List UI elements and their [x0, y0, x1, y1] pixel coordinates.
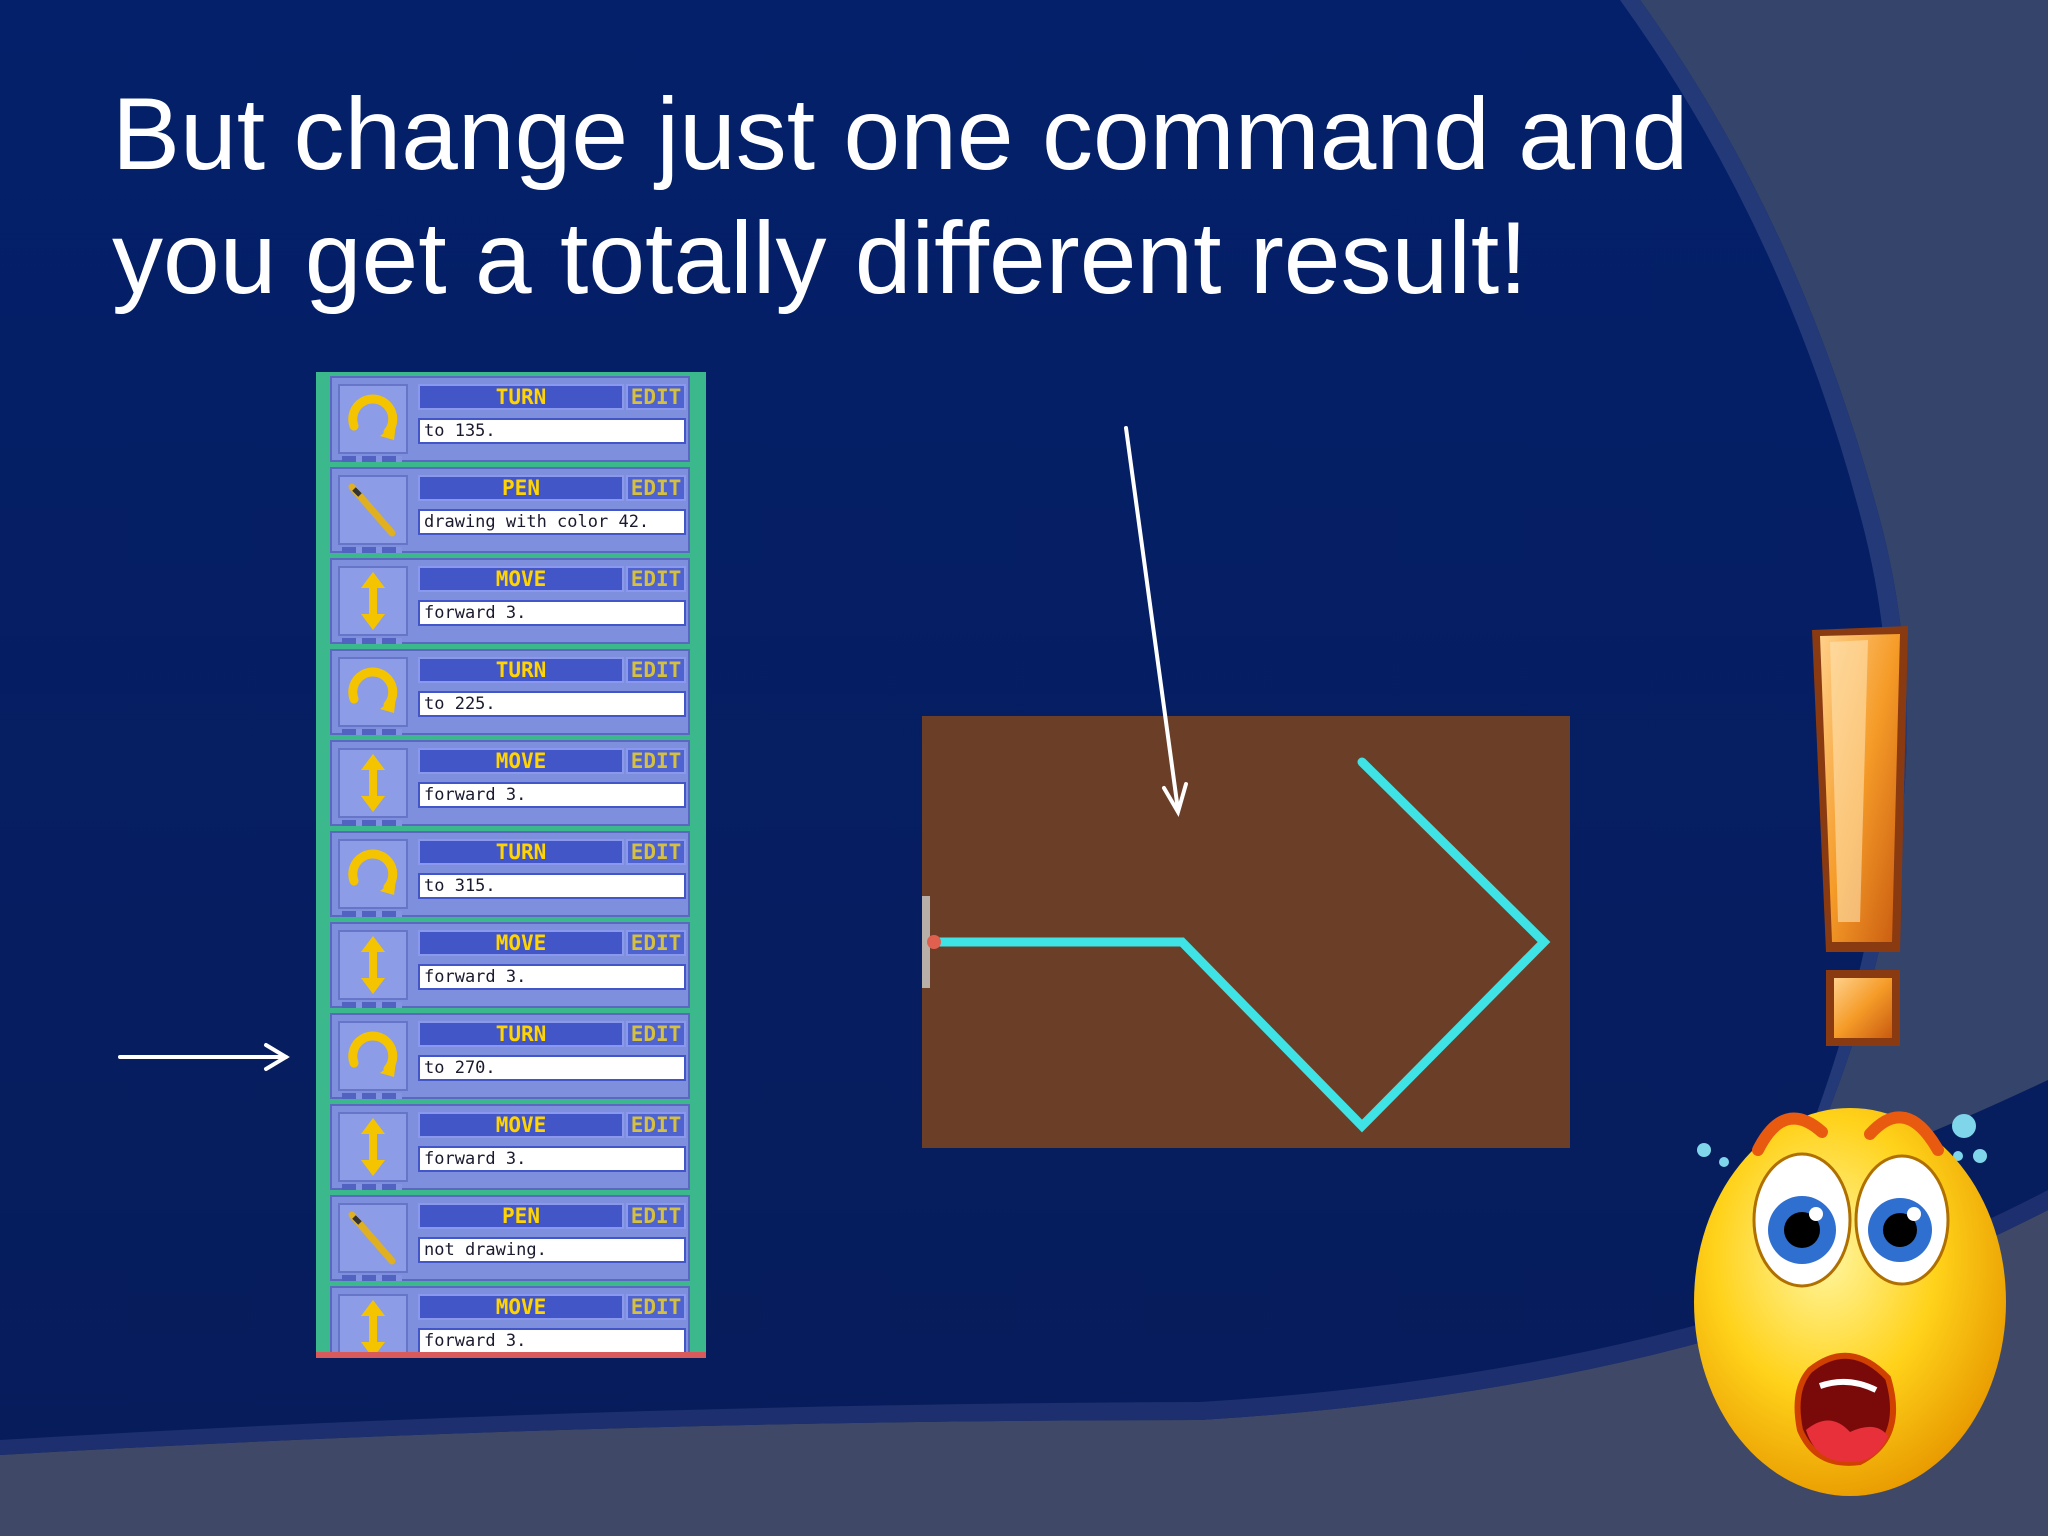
turn-icon [338, 1021, 408, 1091]
turn-icon [338, 384, 408, 454]
drag-handle[interactable] [342, 1184, 402, 1190]
drag-handle[interactable] [342, 547, 402, 553]
command-type-label: MOVE [418, 930, 624, 956]
command-type-label: MOVE [418, 566, 624, 592]
move-icon [338, 1294, 408, 1352]
edit-button[interactable]: EDIT [626, 748, 686, 774]
turtle-dot [927, 935, 941, 949]
title-line-2: you get a totally different result! [112, 201, 1528, 315]
edit-button[interactable]: EDIT [626, 566, 686, 592]
move-icon [338, 748, 408, 818]
drag-handle[interactable] [342, 820, 402, 826]
drag-handle[interactable] [342, 1002, 402, 1008]
edit-button[interactable]: EDIT [626, 1203, 686, 1229]
turn-icon [338, 657, 408, 727]
edit-button[interactable]: EDIT [626, 1294, 686, 1320]
command-parameter-field[interactable]: to 270. [418, 1055, 686, 1081]
command-type-label: MOVE [418, 1112, 624, 1138]
turtle-trail [922, 757, 1551, 1133]
command-parameter-field[interactable]: drawing with color 42. [418, 509, 686, 535]
move-icon [338, 1112, 408, 1182]
command-parameter-field[interactable]: forward 3. [418, 600, 686, 626]
turtle-marker [922, 896, 930, 988]
command-parameter-field[interactable]: forward 3. [418, 1328, 686, 1352]
pen-icon [338, 1203, 408, 1273]
edit-button[interactable]: EDIT [626, 930, 686, 956]
edit-button[interactable]: EDIT [626, 1021, 686, 1047]
move-icon [338, 930, 408, 1000]
drag-handle[interactable] [342, 456, 402, 462]
exclamation-icon [1812, 626, 1908, 1046]
turn-icon [338, 839, 408, 909]
command-parameter-field[interactable]: forward 3. [418, 782, 686, 808]
command-parameter-field[interactable]: forward 3. [418, 1146, 686, 1172]
move-icon [338, 566, 408, 636]
command-type-label: TURN [418, 839, 624, 865]
drag-handle[interactable] [342, 1093, 402, 1099]
pen-icon [338, 475, 408, 545]
edit-button[interactable]: EDIT [626, 1112, 686, 1138]
command-parameter-field[interactable]: to 135. [418, 418, 686, 444]
command-type-label: PEN [418, 475, 624, 501]
edit-button[interactable]: EDIT [626, 657, 686, 683]
command-parameter-field[interactable]: not drawing. [418, 1237, 686, 1263]
command-parameter-field[interactable]: to 315. [418, 873, 686, 899]
command-type-label: PEN [418, 1203, 624, 1229]
command-parameter-field[interactable]: forward 3. [418, 964, 686, 990]
edit-button[interactable]: EDIT [626, 384, 686, 410]
edit-button[interactable]: EDIT [626, 839, 686, 865]
drag-handle[interactable] [342, 911, 402, 917]
slide-title: But change just one command and you get … [112, 72, 1762, 320]
turtle-path [929, 757, 1551, 1133]
edit-button[interactable]: EDIT [626, 475, 686, 501]
drag-handle[interactable] [342, 638, 402, 644]
drag-handle[interactable] [342, 729, 402, 735]
drag-handle[interactable] [342, 1275, 402, 1281]
command-type-label: TURN [418, 657, 624, 683]
command-type-label: TURN [418, 384, 624, 410]
shocked-face-icon [1694, 1108, 2006, 1496]
command-type-label: TURN [418, 1021, 624, 1047]
drawing-canvas [922, 716, 1570, 1148]
command-parameter-field[interactable]: to 225. [418, 691, 686, 717]
command-type-label: MOVE [418, 748, 624, 774]
command-type-label: MOVE [418, 1294, 624, 1320]
title-line-1: But change just one command and [112, 77, 1689, 191]
